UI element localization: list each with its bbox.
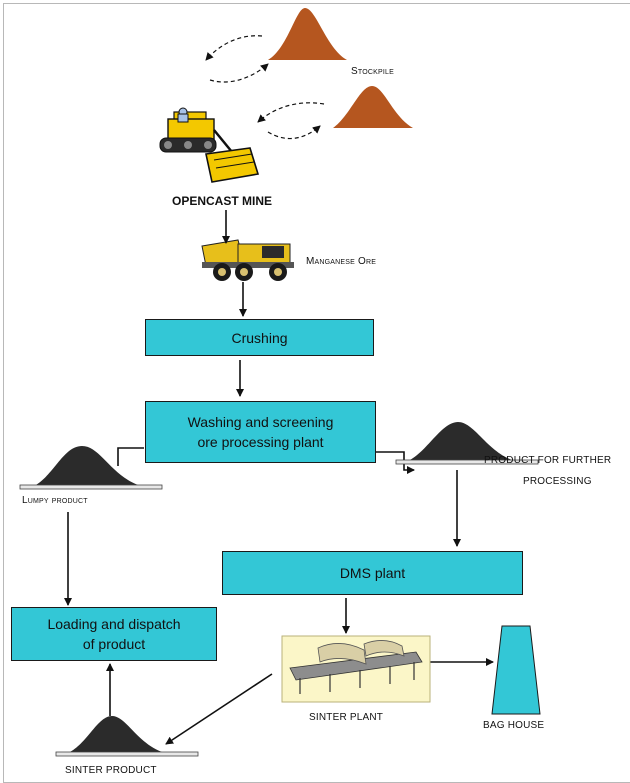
sinter-plant-label: SINTER PLANT (309, 712, 384, 723)
dashed-arrow-2 (209, 63, 269, 83)
dashed-arrow-3 (257, 102, 325, 123)
sinter-product-pile (55, 716, 199, 757)
bulldozer-icon (159, 107, 260, 183)
bag-house-shape (491, 625, 541, 715)
processing-label: PROCESSING (523, 476, 592, 487)
dashed-arrow-4 (267, 125, 321, 140)
sinter-product-label: SINTER PRODUCT (65, 765, 157, 776)
manganese-ore-label: Manganese Ore (306, 256, 377, 267)
stockpile-top (268, 8, 347, 60)
arrow-sinter-to-sinterproduct (165, 673, 273, 745)
sinter-plant-image (281, 635, 431, 703)
dms-plant-box: DMS plant (222, 551, 523, 595)
opencast-mine-label: OPENCAST MINE (172, 194, 273, 208)
dump-truck-icon (201, 239, 294, 281)
product-further-label: PRODUCT FOR FURTHER (484, 455, 612, 466)
further-processing-pile (395, 422, 539, 465)
stockpile-bottom (333, 86, 413, 128)
dashed-arrow-1 (205, 35, 263, 61)
crushing-box: Crushing (145, 319, 374, 356)
washing-screening-box: Washing and screening ore processing pla… (145, 401, 376, 463)
lumpy-product-label: Lumpy product (22, 495, 88, 506)
bag-house-label: BAG HOUSE (483, 720, 545, 731)
stockpile-label: Stockpile (351, 66, 394, 77)
lumpy-product-pile (19, 446, 163, 490)
loading-dispatch-box: Loading and dispatch of product (11, 607, 217, 661)
line-washing-to-lumpy (117, 447, 144, 466)
